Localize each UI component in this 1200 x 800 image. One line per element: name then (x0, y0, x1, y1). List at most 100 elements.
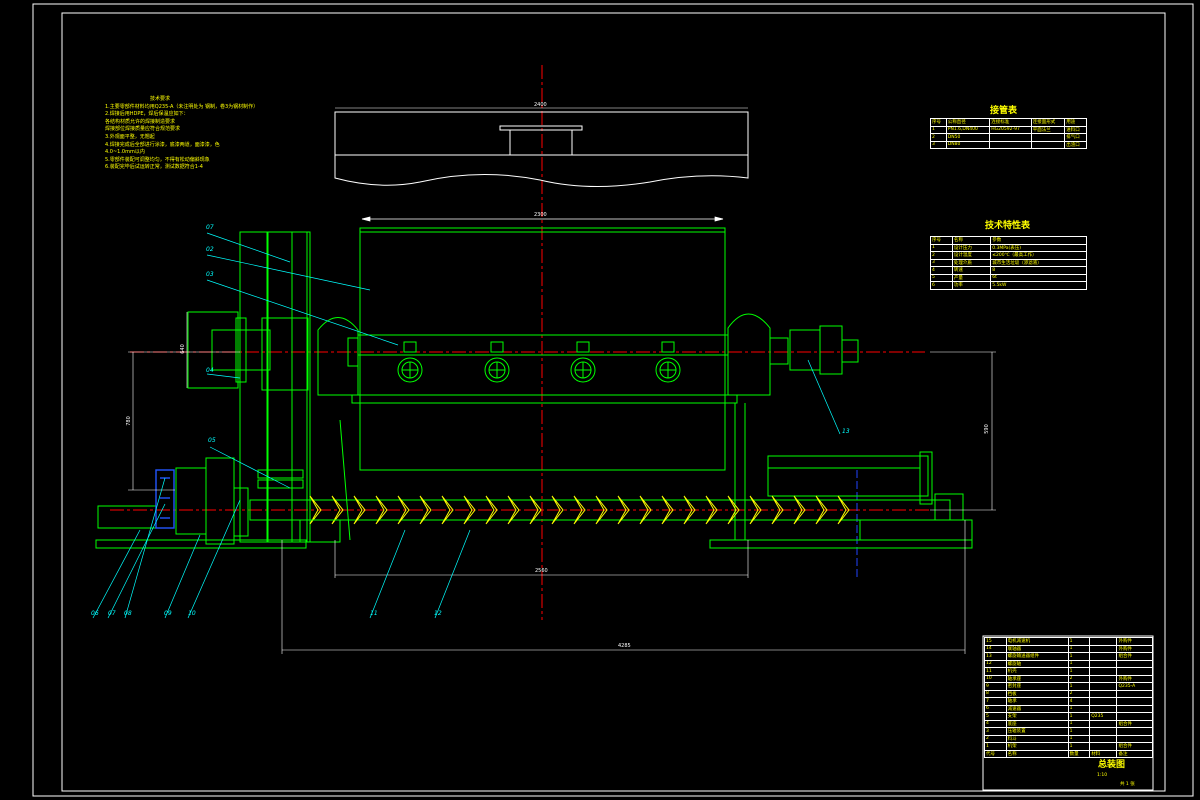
part-label: 02 (206, 246, 214, 253)
table-row: 4 转速 8 (930, 266, 1087, 275)
table-cell: PN1.6,DN400 (945, 125, 991, 134)
table-cell: 1 (930, 243, 953, 252)
table-cell: 8 (990, 266, 1087, 275)
table-cell: 公称直径 (945, 118, 991, 127)
table-cell: 压辊装置 (1005, 727, 1069, 736)
table-cell: 1 (1067, 682, 1091, 691)
table-row: 1 设计压力 0.3MPa(表压) (930, 243, 1087, 252)
roller-wheel (570, 341, 596, 383)
table-cell: 0.3MPa(表压) (990, 243, 1087, 252)
table-cell: Q235-A (1116, 682, 1153, 691)
table-cell (1116, 734, 1153, 743)
table-cell: 组合件 (1116, 742, 1153, 751)
hopper-dim (361, 216, 724, 222)
table-cell (1116, 667, 1153, 676)
table-cell: 进料口 (1064, 125, 1087, 134)
table-cell (1089, 667, 1118, 676)
table-cell: 外购件 (1116, 637, 1153, 646)
roller-frame (339, 334, 746, 541)
table-cell: 4 (1067, 697, 1091, 706)
table-cell: 螺旋轴 (1005, 659, 1069, 668)
table-cell: 6t (990, 273, 1087, 282)
part-label: 12 (434, 610, 442, 617)
technical-requirements: 技术要求 1.主要零部件材料均用Q235-A（未注明处为 钢制，卷3为钢材制作）… (105, 96, 280, 172)
table-cell: 13 (984, 652, 1007, 661)
table-cell: 1 (984, 742, 1007, 751)
table-cell: 螺旋输送器组件 (1005, 652, 1069, 661)
table-cell: 2 (1067, 689, 1091, 698)
table-cell: 1 (1067, 727, 1091, 736)
table-header-cell: 数量 (1067, 749, 1091, 758)
screw-flight (727, 495, 740, 525)
table-cell: 2 (1067, 674, 1091, 683)
table-cell: 1 (930, 125, 947, 134)
table-cell (1030, 140, 1066, 149)
table-cell: 1 (1067, 704, 1091, 713)
screw-flight (573, 495, 586, 525)
table-cell (989, 140, 1032, 149)
screw-flight (309, 495, 322, 525)
table-cell: 料斗 (1005, 734, 1069, 743)
table-cell: 2 (930, 251, 953, 260)
table-cell: 2 (984, 734, 1007, 743)
pipe-table-title: 接管表 (990, 106, 1018, 116)
screw-flight (353, 495, 366, 525)
part-label: 06 (91, 610, 99, 617)
table-cell: 功率 (951, 281, 992, 290)
right-bearing-housing (767, 451, 933, 505)
table-cell (1089, 704, 1118, 713)
table-cell (1089, 682, 1118, 691)
table-cell: 底座 (1005, 719, 1069, 728)
table-cell: 1 (1067, 644, 1091, 653)
table-cell: 5 (930, 273, 953, 282)
table-cell (989, 133, 1032, 142)
table-header-cell: 备注 (1116, 749, 1153, 758)
table-header-cell: 代号 (984, 749, 1007, 758)
table-cell (1089, 652, 1118, 661)
roller-wheel (397, 341, 423, 383)
drawing-scale: 1:10 (1097, 773, 1108, 778)
table-row: 3 处理介质 城市生活垃圾（渗滤液） (930, 258, 1087, 267)
table-cell (1030, 133, 1066, 142)
screw-flight (507, 495, 520, 525)
sheet-count: 共 1 张 (1120, 782, 1135, 787)
table-cell: 挡板 (1005, 689, 1069, 698)
req-line: 4.焊接完成后全部进行涂漆，底漆两道，面漆漆，色 (105, 141, 220, 148)
screw-flight (463, 495, 476, 525)
table-cell: 设计温度 (951, 251, 992, 260)
table-header-row: 代号名称数量材料备注 (984, 749, 1153, 758)
table-cell: 设计压力 (951, 243, 992, 252)
table-row: 5 产量 6t (930, 273, 1087, 282)
left-drive (97, 457, 304, 545)
roller-group (397, 341, 681, 383)
dim-hopper-width: 2300 (534, 212, 547, 218)
table-cell: 2 (930, 133, 947, 142)
table-cell: 6 (930, 281, 953, 290)
roller-wheel (484, 341, 510, 383)
outer-frame (32, 3, 1194, 797)
table-cell: 8 (984, 689, 1007, 698)
table-cell: 处理介质 (951, 258, 992, 267)
table-cell: 轴承座 (1005, 674, 1069, 683)
screw-flight (375, 495, 388, 525)
table-cell: 1 (1067, 712, 1091, 721)
table-cell: 1 (1067, 742, 1091, 751)
tech-table: 序号 名称 参数 1 设计压力 0.3MPa(表压) 2 设计温度 ≤200℃（… (930, 236, 1087, 290)
table-cell (1089, 727, 1118, 736)
coupling (155, 469, 175, 529)
dim-right-height: 590 (983, 424, 990, 434)
table-cell: 外购件 (1116, 644, 1153, 653)
part-label: 09 (164, 610, 172, 617)
screw-flight (617, 495, 630, 525)
table-cell: 组合件 (1116, 719, 1153, 728)
table-cell: 7 (984, 697, 1007, 706)
req-line: 3.外观面平整，无翘起 (105, 133, 155, 140)
table-cell: 机壳 (1005, 667, 1069, 676)
table-cell: 减速器 (1005, 704, 1069, 713)
